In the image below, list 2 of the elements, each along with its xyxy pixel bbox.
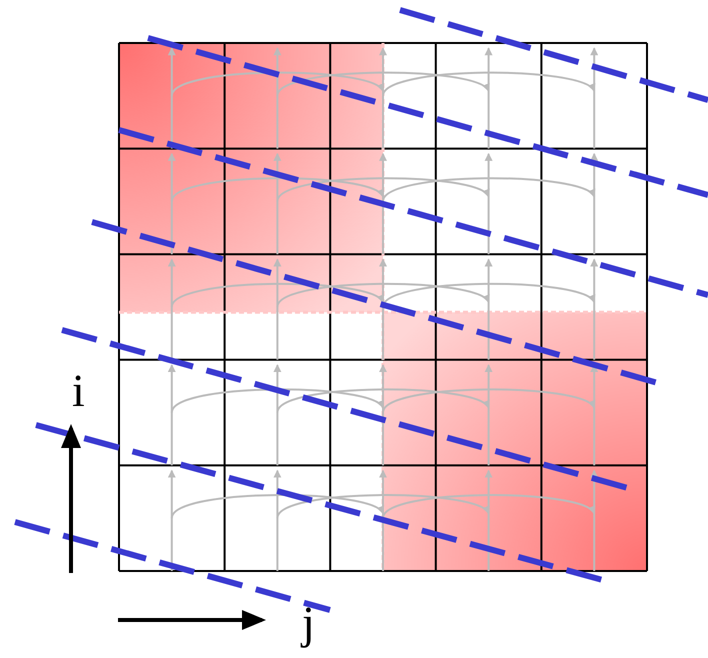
axis-label: j: [302, 600, 315, 646]
axis-label: i: [72, 368, 85, 414]
